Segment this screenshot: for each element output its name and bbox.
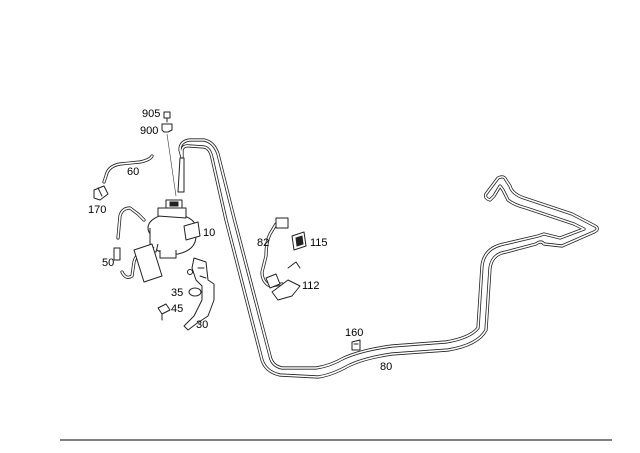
label-35: 35 — [171, 287, 183, 299]
hose-60 — [102, 154, 154, 184]
vacuum-line-80 — [177, 138, 599, 379]
hose-connector — [116, 206, 146, 240]
label-170: 170 — [88, 204, 106, 216]
label-115: 115 — [310, 237, 328, 249]
label-160: 160 — [345, 327, 363, 339]
label-60: 60 — [127, 166, 139, 178]
cap-900 — [161, 123, 173, 133]
grommet-35 — [188, 287, 202, 297]
clip-170 — [93, 185, 109, 201]
label-45: 45 — [171, 303, 183, 315]
screw-45 — [157, 303, 171, 321]
label-30: 30 — [196, 319, 208, 331]
label-82: 82 — [257, 237, 269, 249]
label-50: 50 — [102, 257, 114, 269]
clip-160 — [351, 339, 361, 351]
plug-115 — [291, 231, 307, 251]
label-900: 900 — [140, 125, 158, 137]
hose-50 — [113, 243, 163, 283]
holder-112 — [271, 261, 301, 301]
label-10: 10 — [203, 227, 215, 239]
label-905: 905 — [142, 108, 160, 120]
plug-905 — [163, 111, 171, 123]
bracket-30 — [183, 257, 215, 331]
label-112: 112 — [302, 280, 320, 292]
line-82 — [260, 217, 289, 289]
label-80: 80 — [380, 361, 392, 373]
valve-10 — [147, 199, 201, 259]
